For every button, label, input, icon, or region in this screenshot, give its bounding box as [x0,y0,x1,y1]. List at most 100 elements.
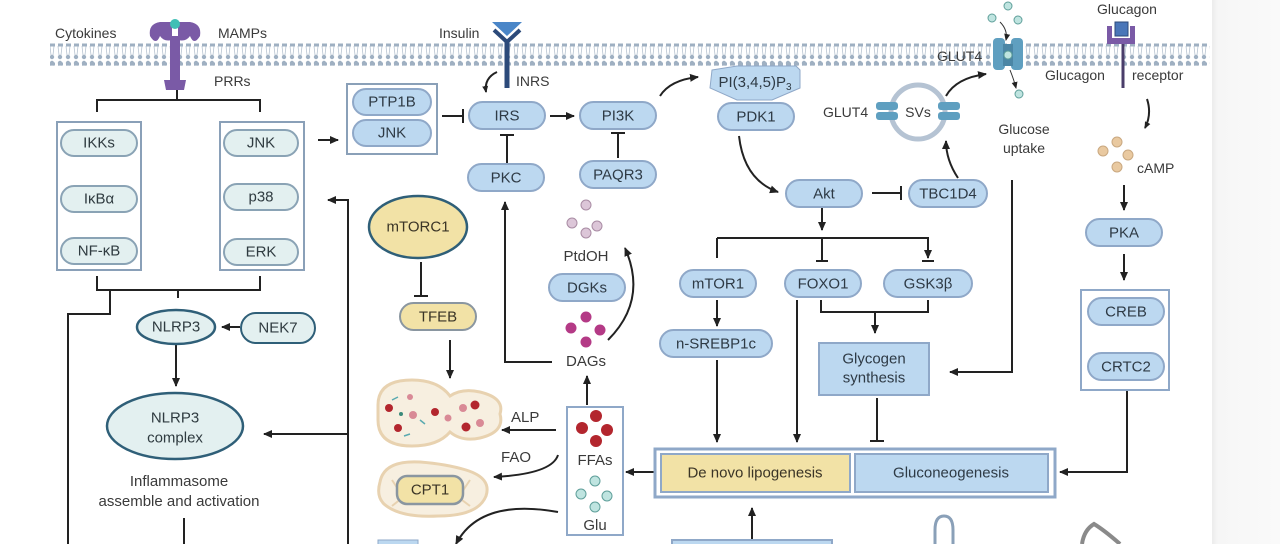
svg-text:DGKs: DGKs [567,280,607,297]
ffas-label: FFAs [577,452,612,469]
bottom-partial-node [671,539,833,544]
er-structure-icon [933,514,955,544]
svg-text:PTP1B: PTP1B [368,94,416,111]
glucagon-label: Glucagon [1097,1,1157,17]
ptdoh-molecules-icon [566,199,603,239]
node-nek7[interactable]: NEK7 [240,312,316,344]
node-pip3[interactable]: PI(3,4,5)P3 [709,65,801,101]
golgi-structure-icon [1080,521,1122,544]
svg-text:PI(3,4,5)P3: PI(3,4,5)P3 [718,74,792,93]
node-jnk-mapk[interactable]: JNK [223,129,299,157]
node-pi3k[interactable]: PI3K [579,101,657,130]
svg-text:Akt: Akt [813,186,836,203]
svg-text:NF-κB: NF-κB [78,243,121,260]
node-pdk1[interactable]: PDK1 [717,102,795,131]
svg-text:n-SREBP1c: n-SREBP1c [676,336,757,353]
node-ikks[interactable]: IKKs [60,129,138,157]
node-cpt1[interactable]: CPT1 [395,474,465,506]
alp-label: ALP [511,409,539,426]
svg-text:PI3K: PI3K [602,108,635,125]
prr-receptor-icon [149,19,201,90]
svg-text:JNK: JNK [378,125,406,142]
node-pkc[interactable]: PKC [467,163,545,192]
svg-text:mTOR1: mTOR1 [692,276,744,293]
glucose-uptake-label-1: Glucose [998,121,1050,137]
node-foxo1[interactable]: FOXO1 [784,269,862,298]
svg-text:NLRP3: NLRP3 [152,319,200,336]
node-nfkb[interactable]: NF-κB [60,237,138,265]
svg-text:synthesis: synthesis [843,370,906,387]
svg-text:ERK: ERK [246,244,277,261]
glucagon-receptor-right-label: receptor [1132,67,1184,83]
node-de-novo-lipogenesis[interactable]: De novo lipogenesis [660,453,851,493]
svg-text:complex: complex [147,430,203,447]
svg-text:GSK3β: GSK3β [904,276,953,293]
node-dgks[interactable]: DGKs [548,273,626,302]
fao-label: FAO [501,449,531,466]
svg-text:PAQR3: PAQR3 [593,167,643,184]
cell-membrane [50,43,1210,66]
node-mtor1[interactable]: mTOR1 [679,269,757,298]
node-nlrp3-complex[interactable]: NLRP3 complex [105,391,245,461]
node-nlrp3[interactable]: NLRP3 [135,308,217,346]
node-glycogen-synthesis[interactable]: Glycogen synthesis [818,342,930,396]
node-pka[interactable]: PKA [1085,218,1163,247]
connectors [67,71,1151,544]
glucose-molecules-icon [575,475,613,513]
svg-text:NLRP3: NLRP3 [151,410,199,427]
svg-text:CRTC2: CRTC2 [1101,359,1151,376]
glut4-membrane-label: GLUT4 [937,48,982,64]
node-jnk-inhibitor[interactable]: JNK [352,119,432,147]
glucagon-receptor-left-label: Glucagon [1045,67,1105,83]
svg-text:IRS: IRS [494,108,519,125]
node-akt[interactable]: Akt [785,179,863,208]
svg-text:TFEB: TFEB [419,309,457,326]
node-ptp1b[interactable]: PTP1B [352,88,432,116]
svg-text:CPT1: CPT1 [411,482,449,499]
node-ikba[interactable]: IκBα [60,185,138,213]
glut4-vesicle-label: GLUT4 [823,104,868,120]
inflammasome-label-1: Inflammasome [130,473,228,490]
camp-label: cAMP [1137,160,1174,176]
bottom-partial-node-left [377,539,419,544]
svg-text:IκBα: IκBα [84,191,115,208]
svg-text:p38: p38 [248,189,273,206]
svg-text:FOXO1: FOXO1 [798,276,849,293]
node-tfeb[interactable]: TFEB [399,302,477,331]
node-mtorc1[interactable]: mTORC1 [367,194,469,260]
glu-label: Glu [583,517,606,534]
node-tbc1d4[interactable]: TBC1D4 [908,179,988,208]
svs-label: SVs [905,104,931,120]
svg-text:PKC: PKC [491,170,522,187]
node-crtc2[interactable]: CRTC2 [1087,352,1165,381]
cytokines-label: Cytokines [55,25,116,41]
svg-text:NEK7: NEK7 [258,320,297,337]
glut4-storage-vesicle-icon [876,82,960,142]
node-creb[interactable]: CREB [1087,297,1165,326]
insulin-label: Insulin [439,25,479,41]
ffa-molecules-icon [576,410,613,447]
glucagon-receptor-icon [1107,21,1135,88]
svg-text:CREB: CREB [1105,304,1147,321]
mamps-label: MAMPs [218,25,267,41]
node-paqr3[interactable]: PAQR3 [579,160,657,189]
ptdoh-label: PtdOH [563,248,608,265]
inflammasome-label-2: assemble and activation [99,493,260,510]
svg-text:PDK1: PDK1 [736,109,775,126]
node-gsk3b[interactable]: GSK3β [883,269,973,298]
dag-molecules-icon [565,311,606,348]
node-erk[interactable]: ERK [223,238,299,266]
camp-molecules-icon [1097,136,1134,173]
svg-text:PKA: PKA [1109,225,1139,242]
inrs-label: INRS [516,73,549,89]
prrs-label: PRRs [214,73,251,89]
svg-text:Glycogen: Glycogen [842,351,905,368]
node-n-srebp1c[interactable]: n-SREBP1c [659,329,773,358]
node-irs[interactable]: IRS [468,101,546,130]
node-p38[interactable]: p38 [223,183,299,211]
node-gluconeogenesis[interactable]: Gluconeogenesis [854,453,1049,493]
glut4-channel-icon [987,1,1024,99]
svg-text:Gluconeogenesis: Gluconeogenesis [893,465,1009,482]
svg-text:IKKs: IKKs [83,135,115,152]
